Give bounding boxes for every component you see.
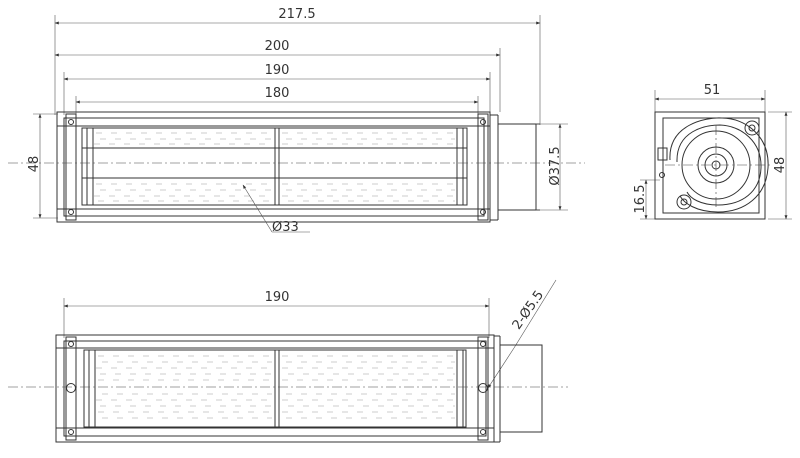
- dimension-side-offset: 16.5: [633, 179, 660, 220]
- dim-label-mounting: 190: [265, 63, 290, 78]
- dimension-impeller-length: 180: [75, 86, 479, 118]
- bottom-motor: [499, 344, 543, 433]
- dim-label-side-width: 51: [704, 83, 721, 98]
- bottom-impeller: [83, 349, 467, 428]
- dim-label-height: 48: [27, 156, 42, 173]
- leader-impeller-diameter: Ø33: [242, 184, 310, 235]
- dimension-housing-length: 200: [54, 39, 501, 112]
- dim-label-overall: 217.5: [278, 7, 315, 22]
- dim-label-holes: 2-Ø5.5: [510, 288, 547, 333]
- leader-mounting-holes: 2-Ø5.5: [487, 279, 557, 389]
- dim-label-motor: Ø37.5: [548, 146, 563, 185]
- fan-housing: [56, 111, 499, 223]
- dimension-motor-diameter: Ø37.5: [536, 123, 568, 211]
- dim-label-impeller-dia: Ø33: [272, 220, 299, 235]
- dim-label-impeller: 180: [265, 86, 290, 101]
- dim-label-side-height: 48: [773, 157, 788, 174]
- dim-label-housing: 200: [265, 39, 290, 54]
- dimension-side-width: 51: [654, 83, 766, 113]
- dimension-mounting-length: 190: [63, 63, 491, 115]
- bottom-view: 190 2-Ø5.5: [8, 279, 568, 443]
- motor: [497, 123, 540, 211]
- bottom-housing: [55, 334, 501, 443]
- dimension-overall-length: 217.5: [54, 7, 541, 125]
- dim-label-bottom-mounting: 190: [265, 290, 290, 305]
- front-view: 217.5 200 190 180 48: [8, 7, 585, 235]
- impeller: [81, 127, 468, 206]
- dimension-side-height: 48: [768, 111, 792, 220]
- side-housing: [654, 111, 769, 220]
- dim-label-side-offset: 16.5: [633, 185, 648, 214]
- side-view: 51 48 16.5: [633, 83, 792, 220]
- dimension-height: 48: [27, 113, 58, 219]
- dimension-bottom-mounting: 190: [63, 290, 490, 338]
